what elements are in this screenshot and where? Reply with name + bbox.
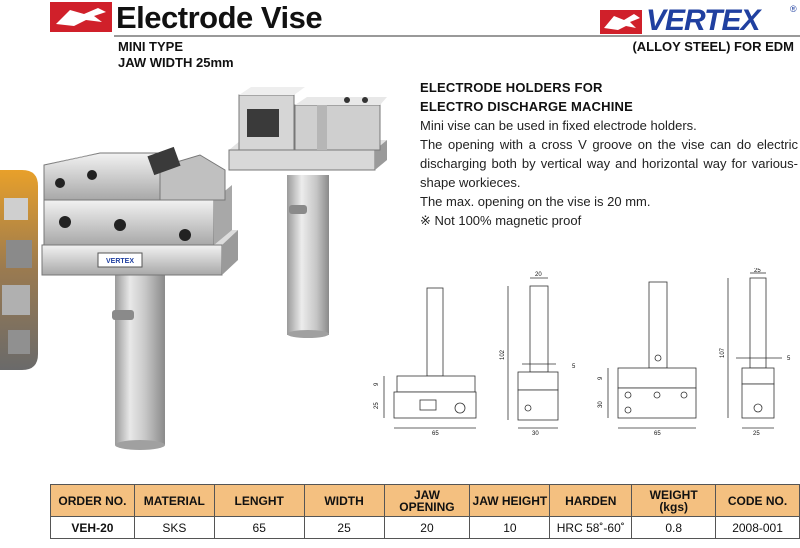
cell-harden: HRC 58˚-60˚ xyxy=(549,516,633,539)
dim-holder-side-top: 25 xyxy=(754,268,761,274)
header-jaw-opening: JAW OPENING xyxy=(383,484,471,517)
description-paragraph-4: ※ Not 100% magnetic proof xyxy=(420,213,582,228)
drawing-front-view-vise xyxy=(383,287,477,429)
dim-side-pin: 5 xyxy=(572,364,576,370)
dim-front-width: 65 xyxy=(432,431,439,437)
eagle-logo-icon xyxy=(50,2,112,32)
description-heading-1: ELECTRODE HOLDERS FOR xyxy=(420,80,603,95)
brand-name: VERTEX xyxy=(646,4,760,37)
dim-holder-pin: 5 xyxy=(787,356,791,362)
description-heading-2: ELECTRO DISCHARGE MACHINE xyxy=(420,99,634,114)
cell-order-no: VEH-20 xyxy=(50,516,135,539)
page-title: Electrode Vise xyxy=(116,0,323,35)
dim-holder-top: 9 xyxy=(598,376,604,380)
drawing-side-view-holder xyxy=(727,272,782,429)
technical-drawings: 65 25 9 20 102 5 30 9 30 65 xyxy=(374,268,791,437)
header-harden: HARDEN xyxy=(549,484,633,517)
registered-mark: ® xyxy=(790,4,797,14)
drawing-side-view-vise xyxy=(507,277,559,429)
svg-text:VERTEX: VERTEX xyxy=(106,258,134,265)
dim-front-height: 25 xyxy=(374,402,380,409)
specification-table: ORDER NO. MATERIAL LENGHT WIDTH JAW OPEN… xyxy=(50,484,800,539)
side-photo-strip xyxy=(0,170,38,370)
dim-side-width: 30 xyxy=(532,431,539,437)
table-header-row: ORDER NO. MATERIAL LENGHT WIDTH JAW OPEN… xyxy=(50,484,800,517)
dim-holder-width: 65 xyxy=(654,431,661,437)
description-paragraph-1: Mini vise can be used in fixed electrode… xyxy=(420,118,697,133)
dim-front-jaw: 9 xyxy=(374,382,380,386)
description-block: ELECTRODE HOLDERS FOR ELECTRO DISCHARGE … xyxy=(420,78,800,230)
dim-holder-height: 30 xyxy=(598,401,604,408)
header-jaw-height: JAW HEIGHT xyxy=(469,484,551,517)
header-material: MATERIAL xyxy=(133,484,215,517)
header-order-no: ORDER NO. xyxy=(50,484,135,517)
description-paragraph-2: The opening with a cross V groove on the… xyxy=(420,137,798,190)
drawing-front-view-holder xyxy=(607,281,697,429)
header-code-no: CODE NO. xyxy=(715,484,800,517)
vise-photo: VERTEX xyxy=(41,145,238,450)
cell-length: 65 xyxy=(213,516,305,539)
cell-code-no: 2008-001 xyxy=(715,516,800,539)
description-paragraph-3: The max. opening on the vise is 20 mm. xyxy=(420,194,651,209)
header-weight: WEIGHT (kgs) xyxy=(631,484,717,517)
dim-side-length: 102 xyxy=(500,349,506,360)
material-spec: (ALLOY STEEL) FOR EDM xyxy=(632,39,794,54)
header-length: LENGHT xyxy=(213,484,305,517)
dim-side-opening: 20 xyxy=(535,272,542,278)
subtitle-type: MINI TYPE xyxy=(118,39,184,54)
cell-jaw-opening: 20 xyxy=(383,516,471,539)
cell-width: 25 xyxy=(303,516,385,539)
title-divider xyxy=(114,35,800,37)
cell-material: SKS xyxy=(133,516,215,539)
dim-holder-length: 107 xyxy=(720,347,726,358)
subtitle-jaw-width: JAW WIDTH 25mm xyxy=(118,55,234,70)
cell-weight: 0.8 xyxy=(631,516,717,539)
holder-photo xyxy=(228,87,387,338)
vertex-logo: VERTEX ® xyxy=(600,4,800,38)
vertex-eagle-icon xyxy=(600,10,642,34)
dim-holder-side-width: 25 xyxy=(753,431,760,437)
cell-jaw-height: 10 xyxy=(469,516,551,539)
header-width: WIDTH xyxy=(303,484,385,517)
table-row: VEH-20 SKS 65 25 20 10 HRC 58˚-60˚ 0.8 2… xyxy=(50,516,800,539)
